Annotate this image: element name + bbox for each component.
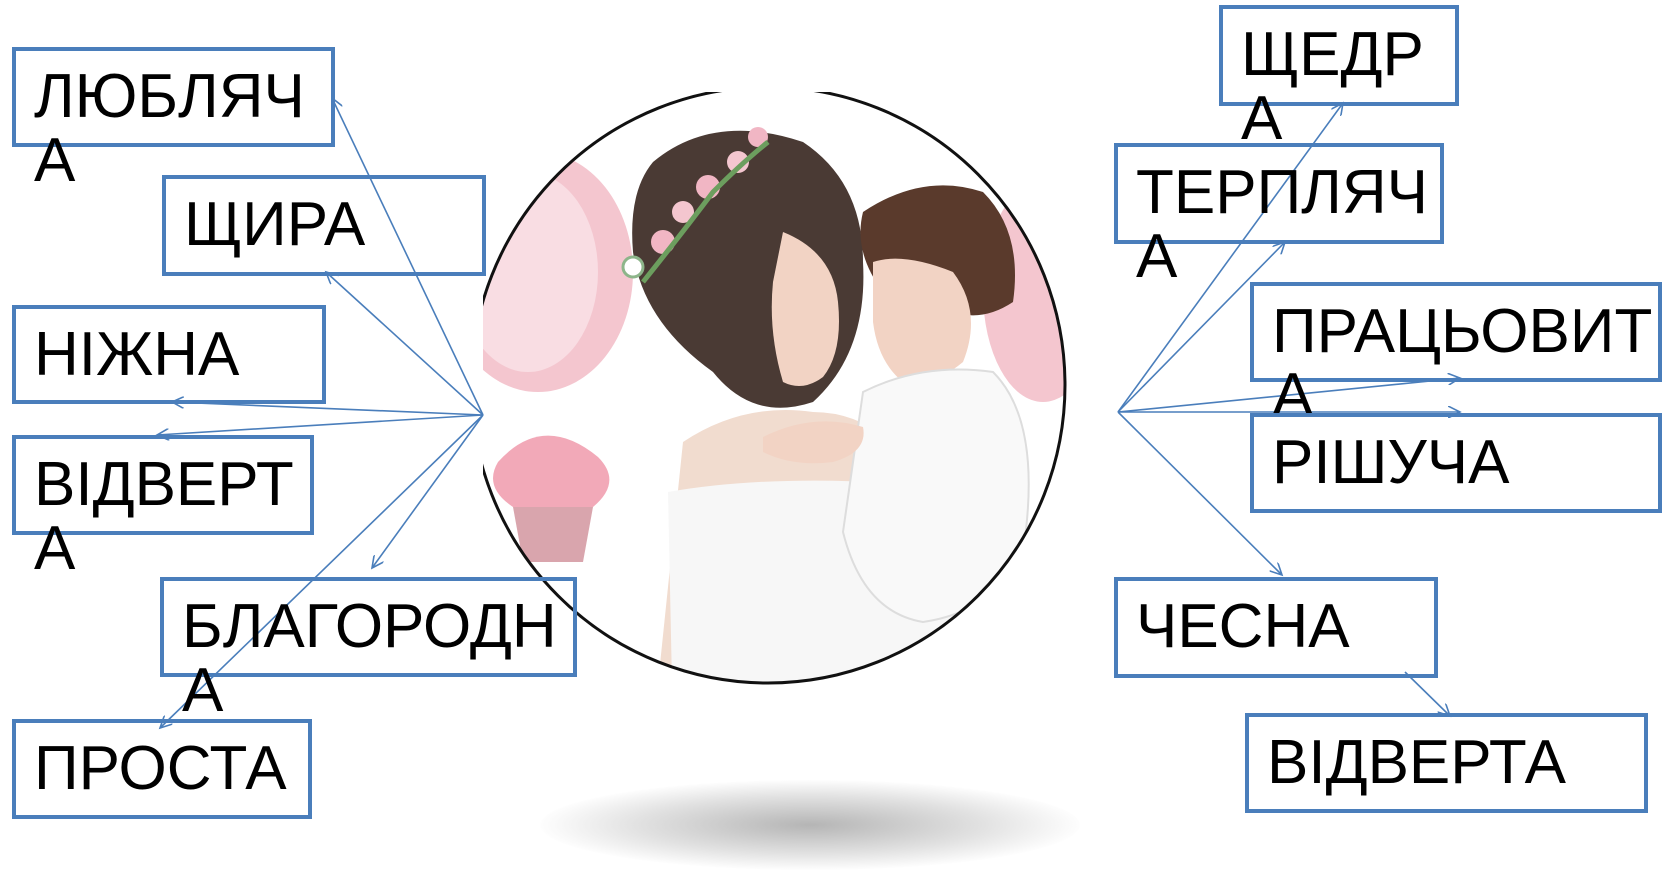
connector-vidverta-left [157,415,483,435]
word-box-shchedra: ЩЕДРА [1219,5,1459,106]
connector-blahorodna [372,415,483,568]
word-box-terplyacha: ТЕРПЛЯЧА [1114,143,1444,244]
connector-vidverta-right [1405,672,1450,716]
word-box-prosta: ПРОСТА [12,719,312,819]
word-box-rishucha: РІШУЧА [1250,413,1662,513]
word-rishucha: РІШУЧА [1272,431,1658,495]
word-box-lyublyacha: ЛЮБЛЯЧА [12,47,335,147]
word-prosta: ПРОСТА [34,737,308,801]
word-vidverta-left: ВІДВЕРТА [34,453,310,581]
word-vidverta-right: ВІДВЕРТА [1267,731,1644,795]
word-terplyacha: ТЕРПЛЯЧА [1136,161,1440,289]
word-shchyra: ЩИРА [184,193,482,257]
word-box-blahorodna: БЛАГОРОДНА [160,577,577,677]
word-pratsovyta: ПРАЦЬОВИТА [1272,300,1658,428]
word-lyublyacha: ЛЮБЛЯЧА [34,65,331,193]
word-box-pratsovyta: ПРАЦЬОВИТА [1250,282,1662,382]
connector-shchyra [326,272,483,415]
word-blahorodna: БЛАГОРОДНА [182,595,573,723]
word-nizhna: НІЖНА [34,323,322,387]
word-box-vidverta-left: ВІДВЕРТА [12,435,314,535]
word-box-shchyra: ЩИРА [162,175,486,276]
word-shchedra: ЩЕДРА [1241,23,1455,151]
word-chesna: ЧЕСНА [1136,595,1434,659]
word-box-vidverta-right: ВІДВЕРТА [1245,713,1648,813]
word-box-chesna: ЧЕСНА [1114,577,1438,678]
word-box-nizhna: НІЖНА [12,305,326,404]
